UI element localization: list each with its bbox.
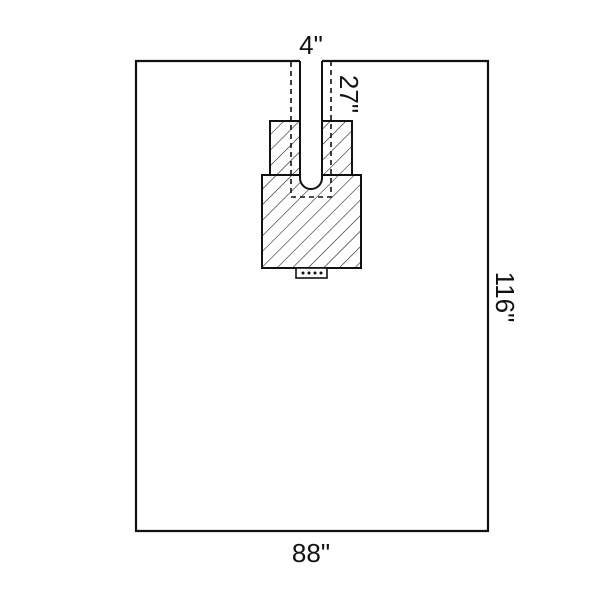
slit-length-label: 27" (334, 75, 364, 113)
fenestration-slit (300, 58, 322, 189)
tube-holder-dots (301, 271, 323, 275)
tube-holder-tab (295, 267, 328, 279)
slit-width-label: 4" (299, 30, 323, 60)
fenestration-slit-edge (299, 61, 323, 190)
adhesive-panel-left (269, 120, 301, 176)
width-label: 88" (292, 538, 330, 568)
outer-sheet-outline (134, 59, 490, 533)
slit-dashed-outline (290, 62, 332, 198)
height-label: 116" (490, 272, 520, 323)
adhesive-panel-right (321, 120, 353, 176)
